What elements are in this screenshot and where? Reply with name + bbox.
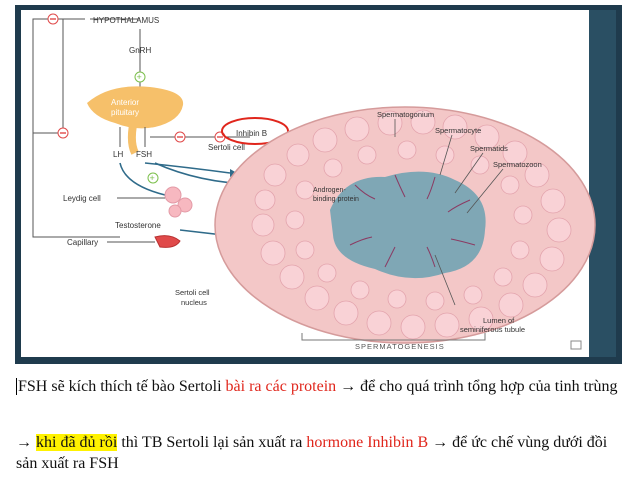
capillary-shape (154, 235, 181, 248)
svg-text:+: + (137, 72, 142, 82)
p2-highlight-text: khi đã đủ rồi (36, 434, 118, 451)
label-leydig-cell: Leydig cell (63, 194, 101, 203)
label-sertoli-nucleus-1: Sertoli cell (175, 288, 210, 297)
label-capillary: Capillary (67, 238, 98, 247)
inhibin-highlight-circle (221, 117, 289, 145)
label-hypothalamus: HYPOTHALAMUS (93, 16, 159, 25)
label-spermatocyte: Spermatocyte (435, 126, 481, 135)
text-cursor (16, 378, 17, 395)
svg-text:+: + (150, 173, 155, 183)
germ-cells (251, 109, 572, 340)
label-androgen: Androgen- (313, 187, 346, 194)
p2-text-1: thì TB Sertoli lại sản xuất ra (117, 434, 307, 451)
anterior-pituitary-shape (87, 86, 184, 129)
label-spermatogenesis: SPERMATOGENESIS (355, 342, 445, 351)
tubule-lumen (330, 171, 486, 279)
arrow-icon: → (340, 378, 357, 395)
label-sertoli-nucleus-2: nucleus (181, 298, 207, 307)
label-testosterone: Testosterone (115, 221, 161, 230)
label-sertoli-cell: Sertoli cell (208, 143, 245, 152)
label-anterior: Anterior (111, 98, 139, 107)
p1-text-1: FSH sẽ kích thích tế bào Sertoli (18, 378, 226, 395)
label-lumen-1: Lumen of (483, 316, 515, 325)
label-pituitary: pituitary (111, 108, 139, 117)
p1-text-2: để cho quá trình tổng hợp của tinh trùng (356, 378, 618, 395)
arrow-icon: → (16, 434, 32, 451)
spermatozoa (349, 174, 476, 268)
label-spermatozoon: Spermatozoon (493, 160, 542, 169)
leydig-cells (164, 186, 193, 218)
paragraph-1: FSH sẽ kích thích tế bào Sertoli bài ra … (16, 376, 626, 397)
reproductive-hormone-diagram: HYPOTHALAMUS GnRH + Anterior pituitary L… (15, 5, 622, 364)
label-fsh: FSH (136, 150, 152, 159)
right-leader-lines (394, 119, 504, 306)
arrow-icon: → (432, 434, 449, 451)
label-lh: LH (113, 150, 123, 159)
label-inhibin-b: Inhibin B (236, 129, 267, 138)
feedback-lines (32, 18, 250, 238)
label-binding-protein: binding protein (313, 196, 359, 203)
label-lumen-2: seminiferous tubule (460, 325, 525, 334)
figure-sidebar (589, 10, 616, 357)
p2-text-2: để ức chế vùng dưới đồi sản xuất ra FSH (16, 434, 608, 472)
label-spermatogonium: Spermatogonium (377, 110, 434, 119)
p1-red-text: bài ra các protein (225, 378, 337, 395)
paragraph-2: → khi đã đủ rồi thì TB Sertoli lại sản x… (16, 432, 626, 474)
expand-icon (570, 340, 582, 350)
p2-red-text: hormone Inhibin B (306, 434, 429, 451)
spermatogenesis-bracket (301, 333, 486, 341)
label-spermatids: Spermatids (470, 144, 508, 153)
